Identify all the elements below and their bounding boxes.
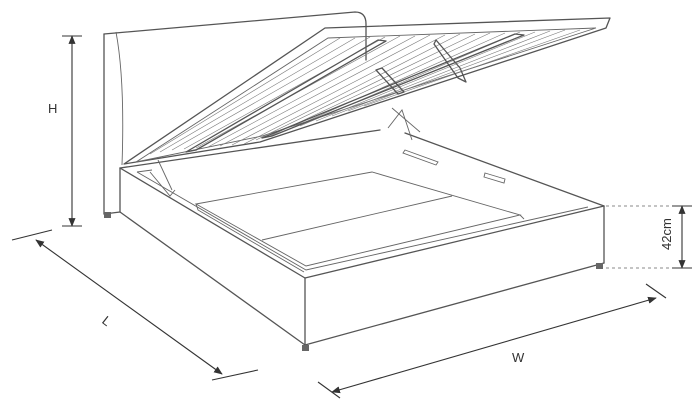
width-label: W [512, 350, 525, 365]
front-right-foot [596, 263, 603, 269]
lifted-slat-frame [123, 17, 611, 165]
hinge-bracket [402, 149, 439, 166]
width-dimension: W [317, 283, 667, 399]
base-height-label: 42cm [659, 218, 674, 250]
bed-base [119, 129, 605, 351]
headboard-foot [104, 212, 111, 218]
front-left-foot [302, 345, 309, 351]
height-dimension: H [48, 35, 82, 227]
headboard [103, 11, 367, 218]
interior-details [149, 149, 506, 197]
storage-floor [194, 171, 525, 273]
length-label: L [99, 313, 114, 329]
height-label: H [48, 101, 57, 116]
left-gas-strut [149, 171, 176, 197]
handle-slot [483, 172, 506, 184]
base-height-dimension: 42cm [606, 205, 692, 269]
length-dimension: L [11, 229, 259, 381]
